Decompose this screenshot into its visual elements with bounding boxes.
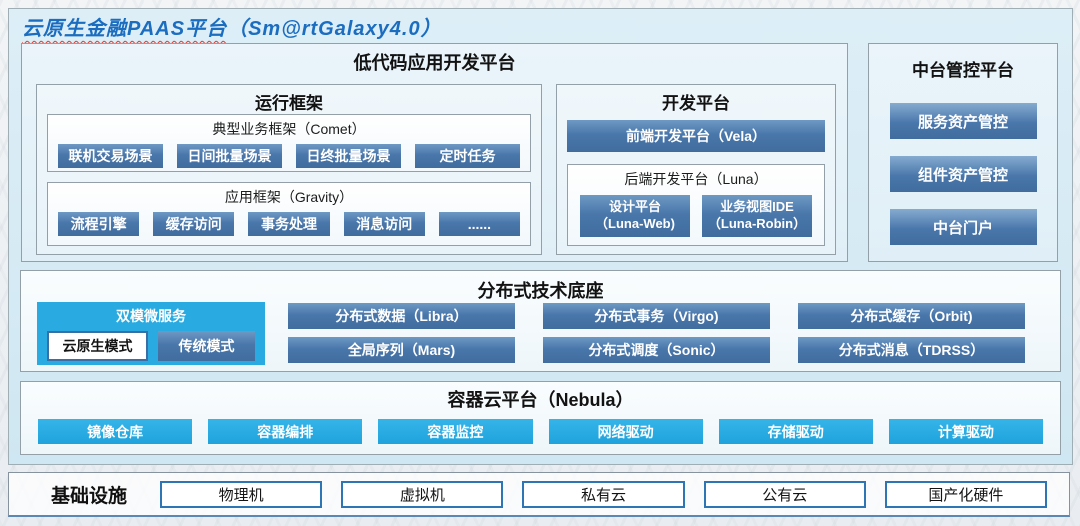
block-mars-sequence: 全局序列（Mars) [288,337,515,363]
box-comet-framework: 典型业务框架（Comet） 联机交易场景 日间批量场景 日终批量场景 定时任务 [47,114,531,172]
block-container-orchestration: 容器编排 [208,419,363,444]
block-private-cloud: 私有云 [522,480,685,508]
runtime-framework-title: 运行框架 [255,94,323,113]
box-gravity-framework: 应用框架（Gravity） 流程引擎 缓存访问 事务处理 消息访问 ...... [47,182,531,246]
infrastructure-label: 基础设施 [51,485,128,507]
page-title: 云原生金融PAAS平台（Sm@rtGalaxy4.0） [22,12,442,41]
dev-platform-title: 开发平台 [662,94,730,113]
block-orbit-cache: 分布式缓存（Orbit) [798,303,1025,329]
block-mid-platform-portal: 中台门户 [889,209,1037,245]
block-transaction-processing: 事务处理 [248,212,330,236]
gravity-title: 应用框架（Gravity） [224,189,354,205]
block-domestic-hardware: 国产化硬件 [884,480,1048,508]
block-virgo-transaction: 分布式事务（Virgo) [543,303,770,329]
block-message-access: 消息访问 [343,212,425,236]
distributed-block-grid: 分布式数据（Libra） 分布式事务（Virgo) 分布式缓存（Orbit) 全… [288,303,1025,363]
block-libra-data: 分布式数据（Libra） [288,303,515,329]
block-intraday-batch: 日间批量场景 [177,144,282,168]
block-luna-web: 设计平台 （Luna-Web) [580,195,690,237]
luna-block-row: 设计平台 （Luna-Web) 业务视图IDE （Luna-Robin） [568,189,824,237]
luna-web-line1: 设计平台 [608,199,661,215]
block-more-ellipsis: ...... [438,212,521,236]
page-title-version: （Sm@rtGalaxy4.0） [227,18,442,40]
block-service-asset-control: 服务资产管控 [889,103,1037,139]
distributed-base-title: 分布式技术底座 [477,281,604,301]
box-dual-mode-microservice: 双模微服务 云原生模式 传统模式 [37,302,265,365]
block-storage-driver: 存储驱动 [718,419,873,444]
block-compute-driver: 计算驱动 [888,419,1044,444]
box-luna-backend: 后端开发平台（Luna） 设计平台 （Luna-Web) 业务视图IDE （Lu… [567,164,825,246]
block-component-asset-control: 组件资产管控 [889,156,1037,192]
block-public-cloud: 公有云 [703,480,866,508]
dual-mode-row: 云原生模式 传统模式 [37,326,265,361]
block-physical-machine: 物理机 [160,480,323,508]
section-low-code-title: 低代码应用开发平台 [353,53,516,73]
section-container-cloud: 容器云平台（Nebula） 镜像仓库 容器编排 容器监控 网络驱动 存储驱动 计… [20,381,1061,455]
container-cloud-title: 容器云平台（Nebula） [447,390,634,410]
block-cloud-native-mode: 云原生模式 [47,331,148,361]
block-online-transaction: 联机交易场景 [58,144,163,168]
block-virtual-machine: 虚拟机 [341,480,504,508]
block-luna-robin: 业务视图IDE （Luna-Robin） [702,195,812,237]
luna-robin-line1: 业务视图IDE [720,199,794,215]
gravity-block-row: 流程引擎 缓存访问 事务处理 消息访问 ...... [48,207,530,236]
section-infrastructure: 基础设施 物理机 虚拟机 私有云 公有云 国产化硬件 [8,472,1070,517]
mid-platform-title: 中台管控平台 [912,61,1014,80]
container-block-row: 镜像仓库 容器编排 容器监控 网络驱动 存储驱动 计算驱动 [21,412,1060,444]
luna-title: 后端开发平台（Luna） [624,171,768,187]
block-vela-frontend: 前端开发平台（Vela） [567,120,825,152]
block-scheduled-task: 定时任务 [415,144,520,168]
block-traditional-mode: 传统模式 [158,331,255,361]
block-sonic-scheduling: 分布式调度（Sonic） [543,337,770,363]
block-cache-access: 缓存访问 [153,212,235,236]
dual-mode-title: 双模微服务 [116,308,186,324]
block-tdrss-message: 分布式消息（TDRSS） [798,337,1025,363]
block-process-engine: 流程引擎 [58,212,140,236]
block-image-repository: 镜像仓库 [38,419,193,444]
block-container-monitoring: 容器监控 [378,419,533,444]
block-network-driver: 网络驱动 [548,419,703,444]
section-mid-platform-control: 中台管控平台 服务资产管控 组件资产管控 中台门户 [868,43,1058,262]
block-eod-batch: 日终批量场景 [296,144,401,168]
page-title-main: 云原生金融PAAS平台 [22,18,228,40]
comet-title: 典型业务框架（Comet） [212,121,366,137]
luna-robin-line2: （Luna-Robin） [707,216,807,231]
comet-block-row: 联机交易场景 日间批量场景 日终批量场景 定时任务 [48,139,530,168]
luna-web-line2: （Luna-Web) [595,216,675,231]
